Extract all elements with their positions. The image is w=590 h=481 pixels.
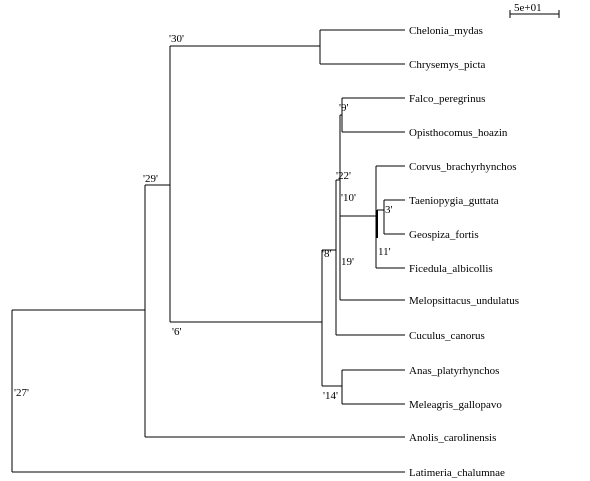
node-label-9: '9' <box>339 102 348 114</box>
tip-label-anas: Anas_platyrhynchos <box>409 365 499 377</box>
node-label-6: '6' <box>172 326 181 338</box>
node-label-14: '14' <box>323 390 338 402</box>
tip-label-geospiza: Geospiza_fortis <box>409 229 479 241</box>
tip-label-meleagris: Meleagris_gallopavo <box>409 399 502 411</box>
node-label-29: '29' <box>143 173 158 185</box>
tip-label-cuculus: Cuculus_canorus <box>409 330 485 342</box>
scale-bar: 5e+01 <box>509 2 560 18</box>
node-label-27: '27' <box>14 387 29 399</box>
tree-branches <box>11 29 405 473</box>
tip-label-ficedula: Ficedula_albicollis <box>409 263 493 275</box>
tip-label-melopsittacus: Melopsittacus_undulatus <box>409 295 519 307</box>
tip-label-chrysemys: Chrysemys_picta <box>409 59 485 71</box>
node-label-19: '19' <box>339 256 354 268</box>
tip-label-falco: Falco_peregrinus <box>409 93 485 105</box>
node-label-10: '10' <box>341 192 356 204</box>
scale-bar-label: 5e+01 <box>514 2 542 14</box>
node-label-3: 3' <box>385 204 393 216</box>
tip-label-opisthocomus: Opisthocomus_hoazin <box>409 127 508 139</box>
tip-labels: Chelonia_mydas Chrysemys_picta Falco_per… <box>409 25 519 479</box>
tip-label-anolis: Anolis_carolinensis <box>409 432 496 444</box>
node-label-8: '8' <box>322 248 331 260</box>
tip-label-latimeria: Latimeria_chalumnae <box>409 467 505 479</box>
node-labels: '30' '29' '27' '6' '9' '22' '10' 3' 11' … <box>14 33 393 402</box>
tip-label-corvus: Corvus_brachyrhynchos <box>409 161 517 173</box>
tip-label-chelonia: Chelonia_mydas <box>409 25 483 37</box>
node-label-22: '22' <box>336 170 351 182</box>
node-label-30: '30' <box>169 33 184 45</box>
node-label-11: 11' <box>378 246 391 258</box>
tip-label-taeniopygia: Taeniopygia_guttata <box>409 195 499 207</box>
